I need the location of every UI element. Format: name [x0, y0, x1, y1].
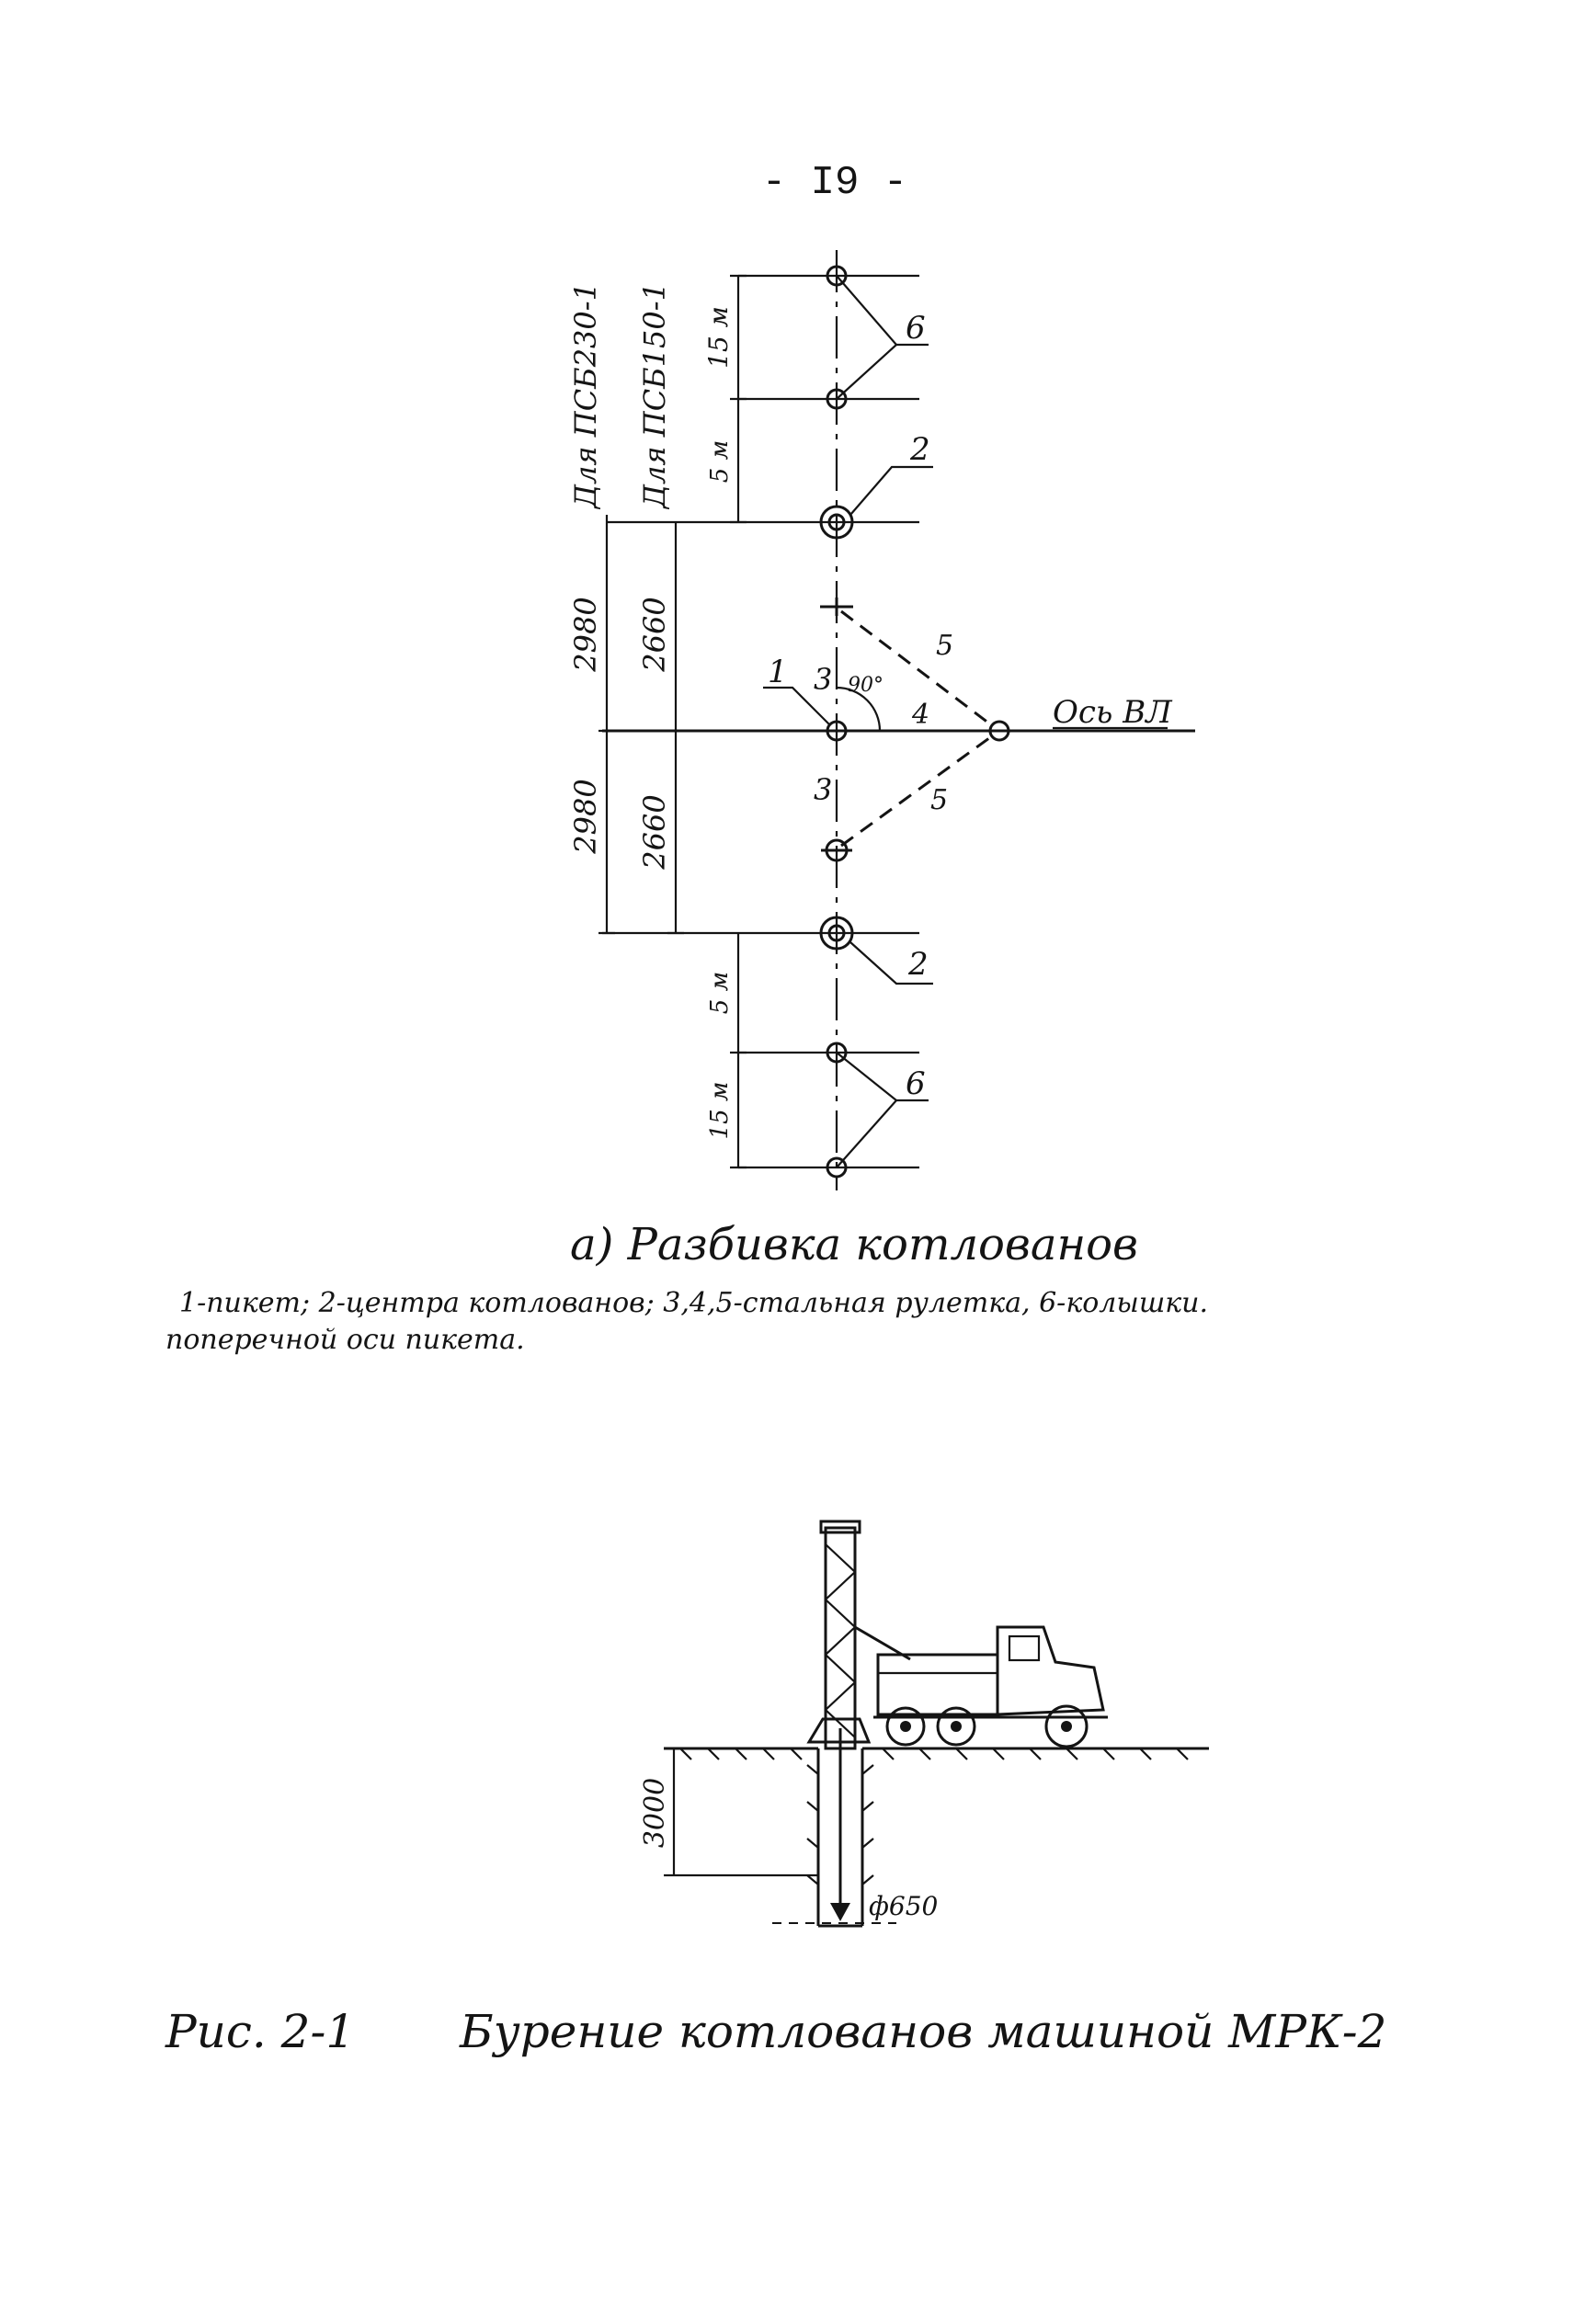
wheel-front-hub — [1061, 1721, 1072, 1732]
figure-caption: Бурение котлованов машиной МРК-2 — [459, 2005, 1386, 2058]
page-number: - I9 - — [762, 160, 907, 206]
auger-tip — [830, 1903, 850, 1921]
drilling-mast — [824, 1526, 857, 1750]
pit-center-bottom-inner — [827, 924, 846, 942]
pit-center-bottom-outer — [819, 916, 854, 951]
diameter-label: ф650 — [869, 1891, 938, 1921]
callout-2-top: 2 — [909, 431, 930, 468]
figure-a-title: а) Разбивка котлованов — [570, 1219, 1138, 1270]
stake-bottom-1 — [826, 1042, 848, 1064]
stake-top-2 — [826, 388, 848, 410]
figure-a-legend-line-2: поперечной оси пикета. — [165, 1324, 525, 1356]
leader-2-bottom — [849, 941, 933, 985]
dim-label-15m-bottom: 15 м — [706, 1082, 734, 1140]
callout-6-bottom: 6 — [906, 1065, 926, 1102]
wheel-rear-2-hub — [951, 1721, 962, 1732]
tape-line-bottom — [840, 734, 994, 848]
dim-label-psb230: Для ПСБ230-1 — [568, 282, 603, 510]
ground-hatch-left — [679, 1748, 803, 1760]
pit-center-top-outer — [819, 505, 854, 540]
picket-marker — [826, 720, 848, 742]
callout-3-bottom: 3 — [814, 772, 832, 807]
callout-5-bottom: 5 — [930, 784, 948, 816]
wheel-front — [1044, 1704, 1089, 1748]
dim-label-2980-lower: 2980 — [568, 779, 603, 854]
callout-1: 1 — [768, 654, 788, 690]
stake-top-1 — [826, 265, 848, 287]
callout-4: 4 — [911, 699, 929, 731]
mast-foot — [806, 1717, 872, 1744]
angle-label: 90° — [848, 674, 884, 697]
stake-bottom-2 — [826, 1156, 848, 1179]
dim-label-psb150: Для ПСБ150-1 — [637, 282, 672, 510]
leader-1 — [763, 686, 830, 725]
dim-label-5m-top: 5 м — [706, 440, 734, 483]
truck-body — [876, 1653, 999, 1716]
right-angle-arc — [836, 686, 882, 732]
line-axis-label: Ось ВЛ — [1053, 694, 1173, 731]
pit-center-top-inner — [827, 513, 846, 531]
drilling-machine-illustration: 3000 ф650 — [639, 1520, 1209, 1928]
leader-6-top — [836, 275, 898, 400]
callout-5-top: 5 — [936, 630, 953, 662]
mast-lattice — [824, 1543, 857, 1738]
callout-3-top: 3 — [814, 662, 832, 697]
pit-layout-diagram: Ось ВЛ — [568, 250, 1195, 1190]
cab-window — [1008, 1634, 1041, 1662]
dim-label-2660-lower: 2660 — [637, 794, 672, 870]
mast-head — [819, 1520, 861, 1534]
borehole-hatch — [806, 1764, 874, 1885]
wheel-rear-2 — [936, 1706, 976, 1747]
dim-label-2660-upper: 2660 — [637, 597, 672, 672]
tape-point-on-axis — [988, 720, 1010, 742]
callout-6-top: 6 — [906, 310, 926, 347]
figure-a-legend-line-1: 1-пикет; 2-центра котлованов; 3,4,5-стал… — [179, 1287, 1209, 1319]
leader-2-top — [849, 465, 933, 516]
dim-label-5m-bottom: 5 м — [706, 972, 734, 1014]
wheel-rear-1-hub — [900, 1721, 911, 1732]
dim-label-2980-upper: 2980 — [568, 597, 603, 672]
depth-label: 3000 — [639, 1778, 671, 1848]
figure-number: Рис. 2-1 — [165, 2005, 355, 2058]
truck-cab — [996, 1625, 1105, 1716]
ground-hatch-right — [882, 1748, 1189, 1760]
wheel-rear-1 — [885, 1706, 926, 1747]
leader-6-bottom — [836, 1052, 898, 1168]
callout-2-bottom: 2 — [907, 946, 929, 983]
tape-line-top — [840, 609, 994, 728]
dim-label-15m-top: 15 м — [703, 306, 734, 369]
